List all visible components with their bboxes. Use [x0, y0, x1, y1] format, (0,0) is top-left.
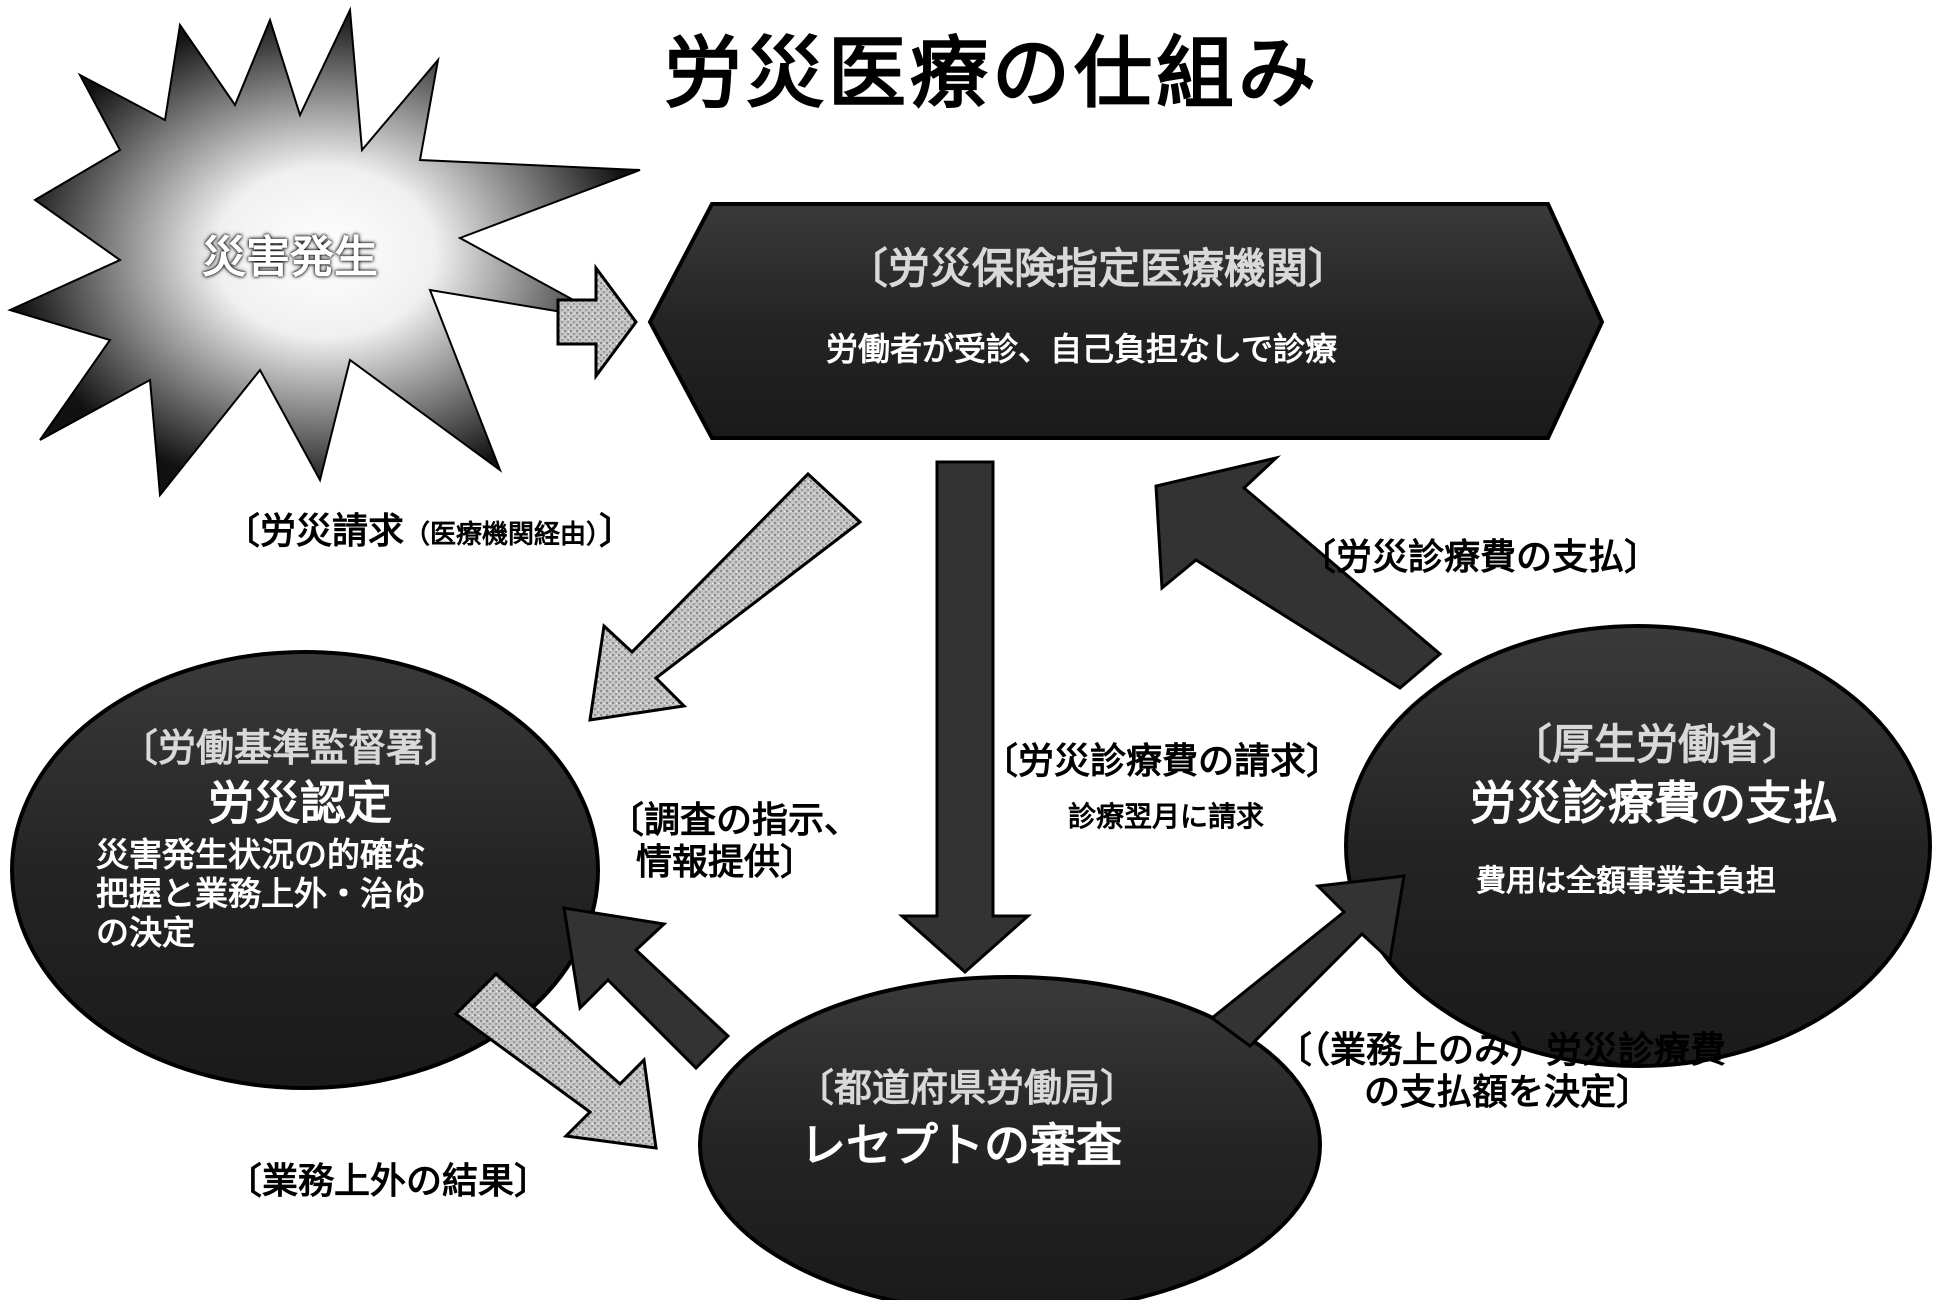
investigation-label-line: 情報提供〕 [636, 842, 817, 884]
labor-office-body-line: 災害発生状況の的確な [96, 835, 426, 874]
fee-claim-arrow [898, 460, 1032, 975]
incident-label: 災害発生 [202, 232, 378, 283]
work-result-arrow [453, 971, 658, 1150]
prefectural-bureau-main: レセプトの審査 [800, 1118, 1122, 1172]
labor-office-body: 災害発生状況の的確な 把握と業務上外・治ゆ の決定 [96, 835, 426, 953]
incident-to-institution-arrow [556, 263, 638, 381]
labor-office-body-line: 把握と業務上外・治ゆ [96, 873, 426, 913]
labor-office-header: 〔労働基準監督署〕 [120, 726, 463, 770]
labor-office-node [10, 650, 600, 1090]
ministry-main: 労災診療費の支払 [1470, 776, 1838, 830]
payment-decision-label: 〔（業務上のみ）労災診療費 の支払額を決定〕 [1276, 1030, 1726, 1115]
work-result-label: 〔業務上外の結果〕 [226, 1161, 551, 1202]
claim-label-text: 〔労災請求 [224, 511, 405, 552]
medical-institution-header: 〔労災保険指定医療機関〕 [846, 244, 1351, 293]
claim-label-close: 〕 [599, 511, 636, 552]
claim-label-sub: （医療機関経由） [404, 520, 600, 550]
payment-decision-label-line: の支払額を決定〕 [1364, 1072, 1653, 1114]
fee-claim-label: 〔労災診療費の請求〕 [982, 741, 1343, 782]
claim-arrow [588, 471, 863, 722]
ministry-node [1344, 624, 1932, 1068]
payment-decision-label-line: 〔（業務上のみ）労災診療費 [1276, 1030, 1727, 1071]
investigation-label-line: 〔調査の指示、 [608, 800, 861, 841]
labor-office-main: 労災認定 [208, 776, 392, 830]
payment-to-institution-arrow [1154, 455, 1443, 690]
prefectural-bureau-header: 〔都道府県労働局〕 [796, 1066, 1139, 1110]
ministry-header: 〔厚生労働省〕 [1510, 720, 1805, 769]
investigation-label: 〔調査の指示、 情報提供〕 [608, 800, 860, 885]
page-title: 労災医療の仕組み [664, 29, 1321, 119]
claim-label: 〔労災請求（医療機関経由）〕 [224, 510, 635, 553]
medical-institution-node [647, 202, 1605, 440]
incident-burst [7, 6, 641, 498]
payment-decision-arrow [1209, 874, 1406, 1048]
ministry-body: 費用は全額事業主負担 [1476, 864, 1776, 899]
medical-institution-body: 労働者が受診、自己負担なしで診療 [826, 330, 1338, 368]
payment-to-institution-label: 〔労災診療費の支払〕 [1300, 537, 1661, 578]
fee-claim-sublabel: 診療翌月に請求 [1068, 800, 1265, 833]
labor-office-body-line: の決定 [96, 912, 195, 952]
prefectural-bureau-node [698, 975, 1322, 1300]
investigation-arrow [562, 906, 731, 1071]
